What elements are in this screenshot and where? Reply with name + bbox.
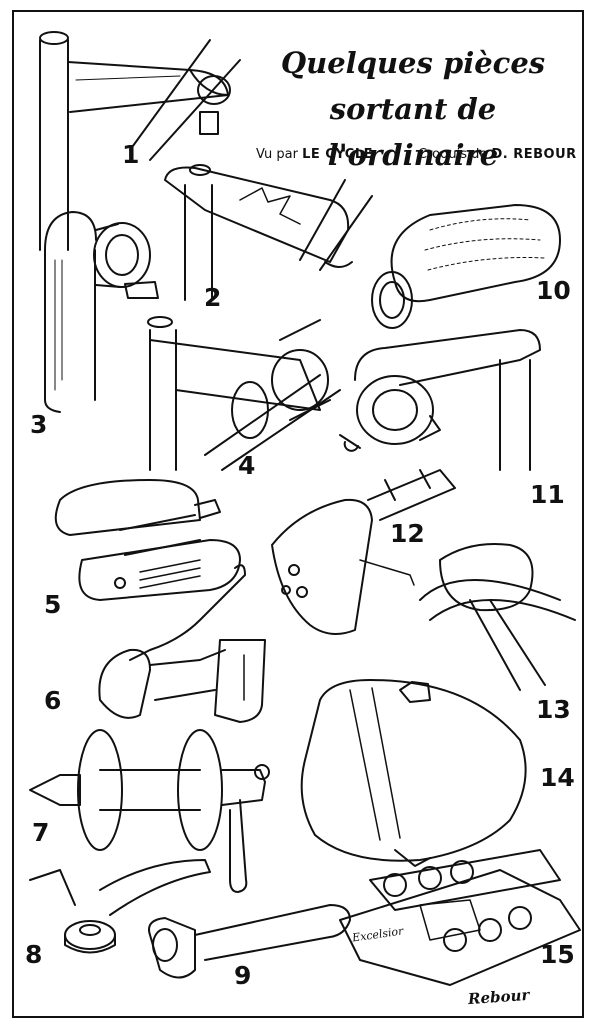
credit-right: Croquis de D. REBOUR <box>418 147 577 162</box>
drawing-pedal-5 <box>54 479 241 601</box>
drawing-grip-10 <box>371 204 561 329</box>
drawing-stem-11 <box>339 329 541 471</box>
title-line-2: sortant de l'ordinaire <box>327 92 499 172</box>
credit-left-name: LE CYCLE <box>302 147 373 162</box>
part-number-10: 10 <box>536 276 571 305</box>
credit-right-prefix: Croquis de <box>418 147 488 162</box>
part-number-11: 11 <box>530 480 565 509</box>
part-number-15: 15 <box>540 940 575 969</box>
drawing-toeclip-12 <box>271 469 456 635</box>
credit-right-name: D. REBOUR <box>491 147 577 162</box>
part-number-13: 13 <box>536 695 571 724</box>
part-number-3: 3 <box>30 410 48 439</box>
drawing-strap-6 <box>98 564 266 723</box>
part-number-2: 2 <box>204 283 222 312</box>
drawing-lever-13 <box>419 543 576 691</box>
drawing-stem-2 <box>164 164 373 301</box>
drawing-stem-1 <box>39 31 241 251</box>
drawing-saddle-14 <box>300 679 527 867</box>
part-number-12: 12 <box>390 519 425 548</box>
drawing-stem-4 <box>147 316 341 471</box>
page-title: Quelques pièces sortant de l'ordinaire <box>248 40 578 178</box>
part-number-7: 7 <box>32 818 50 847</box>
credit-left: Vu par LE CYCLE <box>256 147 373 162</box>
drawing-stem-3 <box>44 211 159 413</box>
part-number-8: 8 <box>25 940 43 969</box>
part-number-9: 9 <box>234 961 252 990</box>
part-number-14: 14 <box>540 763 575 792</box>
part-number-5: 5 <box>44 590 62 619</box>
part-number-4: 4 <box>238 451 256 480</box>
drawing-pedal-15 <box>339 849 581 986</box>
drawing-lever-9 <box>148 904 351 979</box>
drawing-wingnut-8 <box>29 859 211 954</box>
border-frame <box>12 10 584 1018</box>
part-number-1: 1 <box>122 140 140 169</box>
credit-left-prefix: Vu par <box>256 147 298 162</box>
title-line-1: Quelques pièces <box>280 46 546 80</box>
drawing-hub-7 <box>29 729 270 893</box>
part-number-6: 6 <box>44 686 62 715</box>
